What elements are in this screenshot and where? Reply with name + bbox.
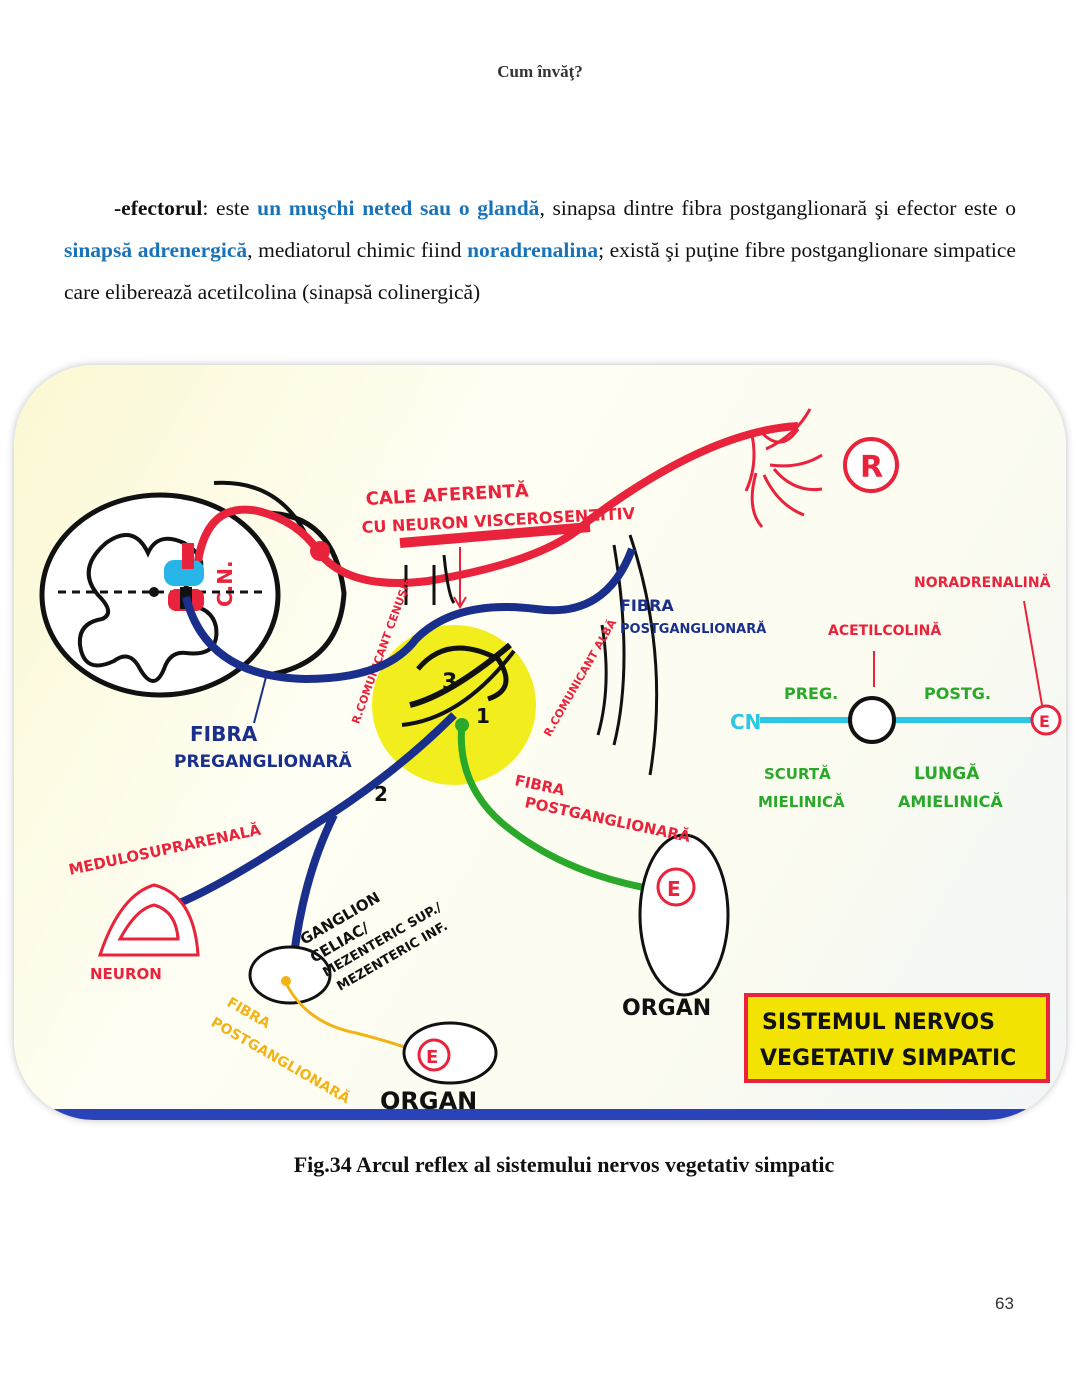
yellow-post-fiber: E FIBRA POSTGANGLIONARĂ ORGAN xyxy=(208,982,498,1115)
term-efectorul: -efectorul xyxy=(114,195,203,220)
organ-bottom-label: ORGAN xyxy=(380,1087,477,1115)
text-3: , mediatorul chimic fiind xyxy=(247,237,468,262)
receptor-label: R xyxy=(860,450,883,485)
celiac-ganglion: GANGLION CELIAC/ MEZENTERIC SUP./ MEZENT… xyxy=(248,888,451,1005)
title-line-2: VEGETATIV SIMPATIC xyxy=(760,1046,1016,1071)
afferent-pathway: R CALE AFERENTĂ CU NEURON VISCEROSENZITI… xyxy=(194,408,899,609)
title-line-1: SISTEMUL NERVOS xyxy=(762,1010,995,1035)
amielinica-label: AMIELINICĂ xyxy=(898,792,1003,811)
bottom-stripe xyxy=(14,1109,1066,1120)
scurta-label: SCURTĂ xyxy=(764,764,831,783)
pre-fiber-label-2: PREGANGLIONARĂ xyxy=(174,750,353,772)
lunga-label: LUNGĂ xyxy=(914,762,980,784)
postg-label: POSTG. xyxy=(924,684,991,703)
body-paragraph: -efectorul: este un muşchi neted sau o g… xyxy=(64,187,1016,313)
page-header: Cum învăţ? xyxy=(497,62,583,81)
page-number: 63 xyxy=(995,1294,1014,1313)
preg-label: PREG. xyxy=(784,684,838,703)
noradrenalina-label: NORADRENALINĂ xyxy=(914,573,1051,591)
neuron-label: NEURON xyxy=(90,965,162,983)
cn-label: C.N. xyxy=(213,560,237,607)
spinal-cord: C.N. xyxy=(39,480,347,698)
num-3: 3 xyxy=(442,670,457,695)
acetilcolina-label: ACETILCOLINĂ xyxy=(828,621,941,639)
text-1: : este xyxy=(202,195,258,220)
medulo-label: MEDULOSUPRARENALĂ xyxy=(67,820,263,879)
pre-fiber-label-1: FIBRA xyxy=(190,722,258,746)
organ-right-label: ORGAN xyxy=(622,996,711,1021)
figure-reflex-arc: C.N. R CALE AFERENTĂ CU NEURON VISCEROSE… xyxy=(14,365,1066,1120)
text-2: , sinapsa dintre fibra postganglionară ş… xyxy=(539,195,1016,220)
receptor-circle xyxy=(843,437,899,493)
adrenal-medulla: MEDULOSUPRARENALĂ NEURON xyxy=(67,820,263,983)
schematic-cn-label: CN xyxy=(730,710,761,734)
title-box: SISTEMUL NERVOS VEGETATIV SIMPATIC xyxy=(744,993,1050,1083)
num-2: 2 xyxy=(374,782,388,806)
schematic-effector-label: E xyxy=(1039,712,1050,731)
post-fiber-label-2: POSTGANGLIONARĂ xyxy=(620,621,766,637)
highlight-muschi: un muşchi neted sau o glandă xyxy=(257,195,540,220)
text-4: ; există şi puţine fibre postganglionare… xyxy=(64,237,1016,304)
highlight-noradrenalina: noradrenalina xyxy=(467,237,599,262)
yellow-effector-label: E xyxy=(426,1047,438,1068)
green-fiber-label-2: POSTGANGLIONARĂ xyxy=(523,792,692,846)
num-1: 1 xyxy=(476,704,490,728)
post-fiber-label-1: FIBRA xyxy=(620,596,674,615)
green-effector-label: E xyxy=(667,877,681,901)
afferent-label-1: CALE AFERENTĂ xyxy=(365,479,529,510)
figure-caption: Fig.34 Arcul reflex al sistemului nervos… xyxy=(293,1152,835,1177)
mielinica-label: MIELINICĂ xyxy=(758,792,845,811)
neuron-schematic: NORADRENALINĂ ACETILCOLINĂ E CN PREG. PO… xyxy=(730,573,1062,811)
diagram-svg: C.N. R CALE AFERENTĂ CU NEURON VISCEROSE… xyxy=(14,408,1066,1120)
highlight-sinapsa: sinapsă adrenergică xyxy=(64,237,248,262)
